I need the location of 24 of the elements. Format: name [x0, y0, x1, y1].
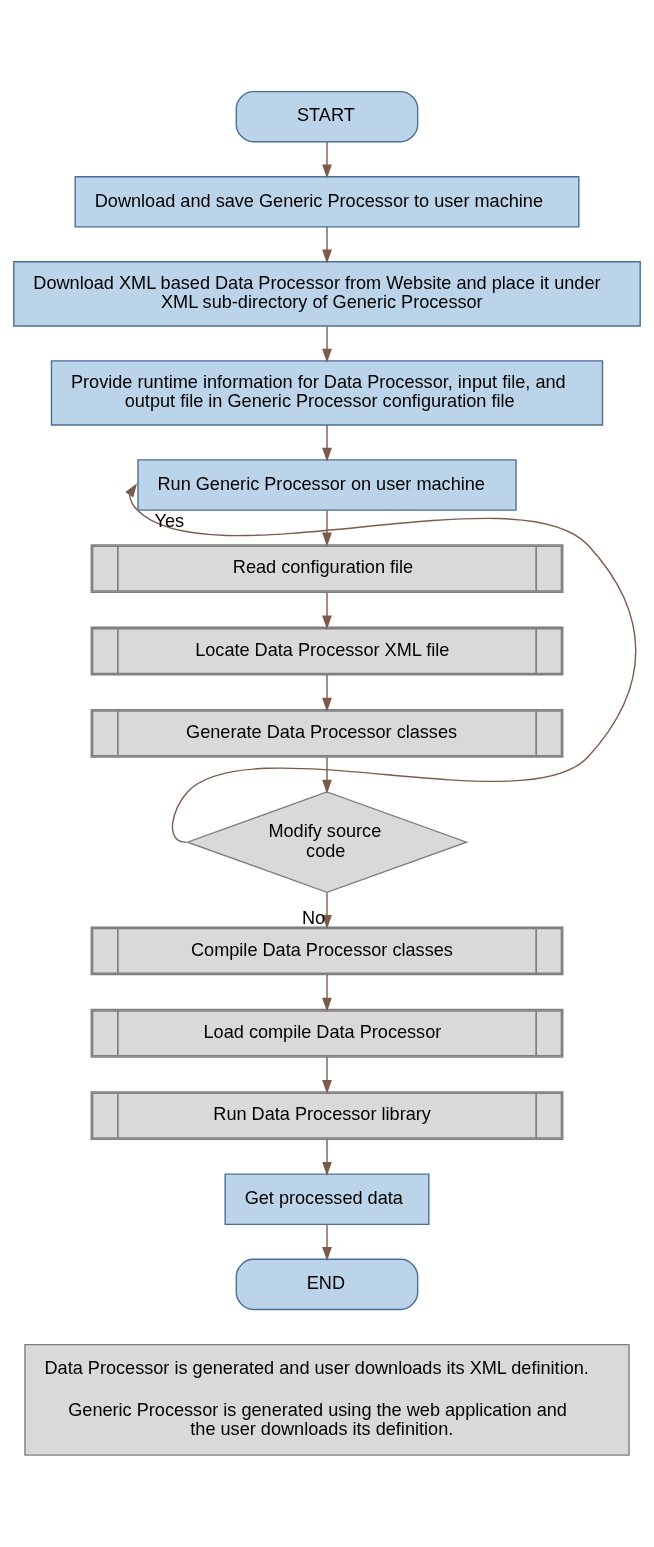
arrow — [322, 1223, 332, 1262]
node-diamond: Modify source code — [185, 791, 469, 894]
arrow — [322, 591, 332, 630]
node-box: Run Generic Processor on user machine — [137, 459, 517, 511]
node-box: Download XML based Data Processor from Website and place it under XML sub-directory of Generic Processor — [13, 261, 641, 327]
arrow — [322, 325, 332, 363]
node-box: Download and save Generic Processor to user machine — [74, 176, 580, 228]
edge-label: Yes — [154, 510, 185, 531]
edge-label: No — [301, 908, 326, 929]
arrow — [125, 483, 637, 843]
node-box: Data Processor is generated and user downloads its XML definition. Generic Processor is generated using the web application and the user downloads its definition. — [24, 1343, 630, 1456]
arrow — [322, 424, 332, 462]
node-box: END — [235, 1258, 419, 1311]
node-box: START — [235, 90, 419, 143]
arrow — [322, 509, 332, 547]
arrow — [322, 674, 332, 712]
arrow — [322, 1138, 332, 1176]
node-box: Provide runtime information for Data Processor, input file, and output file in Generic Processor configuration file — [50, 360, 604, 426]
arrow — [322, 1056, 332, 1094]
arrow — [322, 226, 332, 264]
arrow — [322, 141, 332, 179]
node-box: Get processed data — [224, 1173, 430, 1226]
arrow — [322, 974, 332, 1012]
arrow — [322, 756, 332, 794]
